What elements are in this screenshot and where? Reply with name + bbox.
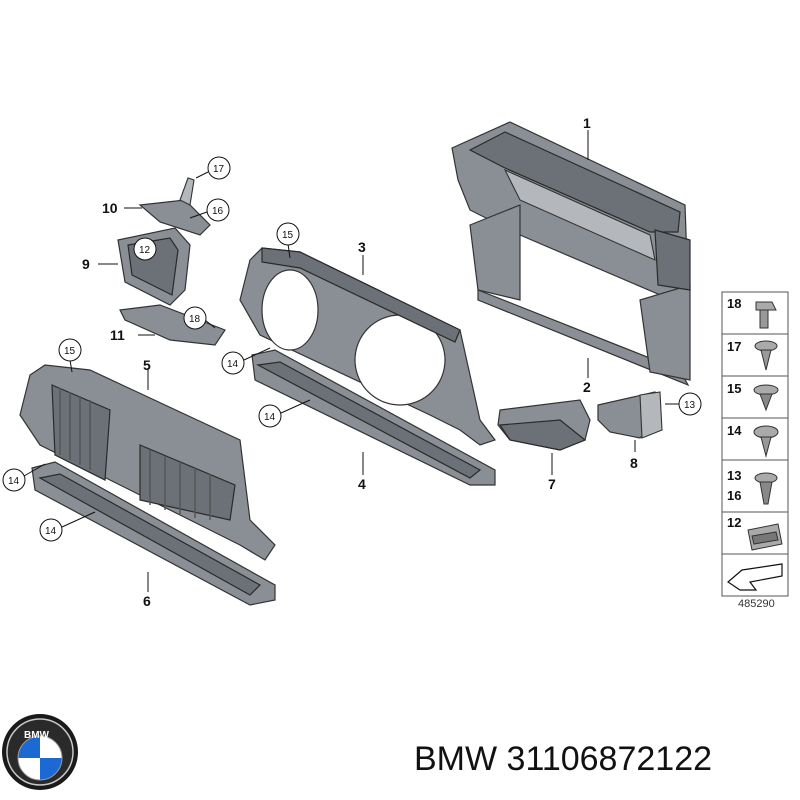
legend-13: 13 [727, 468, 741, 483]
callout-7: 7 [548, 476, 556, 492]
callout-circle-15-lower: 15 [58, 338, 82, 373]
expanding-rivet-icon [754, 472, 778, 505]
svg-text:14: 14 [227, 359, 239, 370]
part-5-front-grille-frame [19, 364, 276, 561]
svg-text:16: 16 [212, 206, 224, 217]
callout-circle-14-b: 14 [258, 399, 311, 428]
callout-circle-16: 16 [189, 198, 230, 222]
callout-6: 6 [143, 593, 151, 609]
part-1-frame-carrier [451, 121, 691, 387]
legend-15: 15 [727, 381, 741, 396]
callout-circle-18: 18 [183, 306, 216, 330]
callout-circle-14-c: 14 [2, 463, 46, 492]
callout-9: 9 [82, 256, 90, 272]
svg-text:15: 15 [282, 230, 294, 241]
part-number-caption: BMW 31106872122 [414, 740, 713, 778]
svg-text:13: 13 [684, 400, 696, 411]
diagram-reference-id: 485290 [738, 598, 775, 610]
callout-circle-17: 17 [195, 156, 231, 180]
callout-4: 4 [358, 476, 366, 492]
hex-bolt-icon [755, 301, 777, 329]
part-11-bracket [119, 304, 226, 346]
fastener-legend: 18 17 15 14 13 16 12 [721, 291, 789, 597]
callout-circle-14-d: 14 [39, 511, 96, 542]
svg-text:14: 14 [264, 412, 276, 423]
legend-17: 17 [727, 339, 741, 354]
screw-icon [754, 340, 778, 371]
callout-5: 5 [143, 357, 151, 373]
legend-18: 18 [727, 296, 741, 311]
svg-text:15: 15 [64, 346, 76, 357]
svg-text:14: 14 [45, 526, 57, 537]
legend-12: 12 [727, 515, 741, 530]
svg-text:BMW: BMW [24, 730, 50, 741]
callout-circle-12: 12 [133, 237, 157, 261]
part-7-air-guide [497, 399, 591, 451]
part-4-lower-duct [251, 349, 496, 486]
bmw-logo-icon: BMW [2, 714, 78, 790]
callout-circle-14-a: 14 [221, 347, 271, 375]
callout-11: 11 [110, 327, 125, 343]
callout-8: 8 [630, 455, 638, 471]
part-8-bracket [597, 391, 663, 439]
callout-10: 10 [102, 200, 118, 216]
direction-arrow-icon [727, 563, 783, 591]
callout-circle-13: 13 [678, 392, 702, 416]
svg-text:14: 14 [8, 476, 20, 487]
callout-circle-15-upper: 15 [276, 222, 300, 259]
part-3-grille-carrier [239, 247, 496, 446]
callout-1: 1 [583, 115, 591, 131]
part-6-lower-grille-duct [31, 461, 276, 606]
plastic-clip-icon [753, 384, 779, 412]
legend-16: 16 [727, 488, 741, 503]
flange-screw-icon [753, 425, 779, 458]
svg-text:18: 18 [189, 314, 201, 325]
legend-14: 14 [727, 423, 742, 438]
callout-3: 3 [358, 239, 366, 255]
svg-text:12: 12 [139, 245, 151, 256]
part-10-holder [138, 177, 211, 236]
part-9-air-duct-bracket [117, 227, 191, 306]
callout-2: 2 [583, 379, 591, 395]
spring-nut-icon [747, 523, 783, 551]
svg-text:17: 17 [213, 164, 225, 175]
